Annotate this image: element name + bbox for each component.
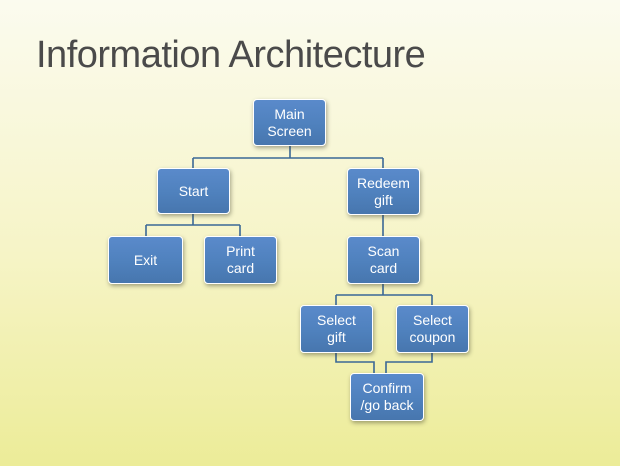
node-scan-card: Scan card: [347, 236, 420, 284]
connector-scan-to-selects: [335, 283, 433, 306]
node-main-screen: Main Screen: [253, 99, 326, 146]
connector-start-to-children: [145, 213, 241, 238]
node-print-card: Print card: [204, 236, 277, 284]
slide-title: Information Architecture: [36, 34, 426, 76]
node-select-gift: Select gift: [300, 305, 373, 353]
node-select-coupon: Select coupon: [396, 305, 469, 353]
node-redeem-gift: Redeem gift: [347, 168, 420, 215]
node-exit: Exit: [108, 236, 183, 284]
connector-main-to-children: [192, 146, 384, 170]
connector-selects-to-confirm: [335, 352, 433, 374]
node-start: Start: [157, 168, 230, 214]
node-confirm-go-back: Confirm /go back: [350, 373, 424, 421]
